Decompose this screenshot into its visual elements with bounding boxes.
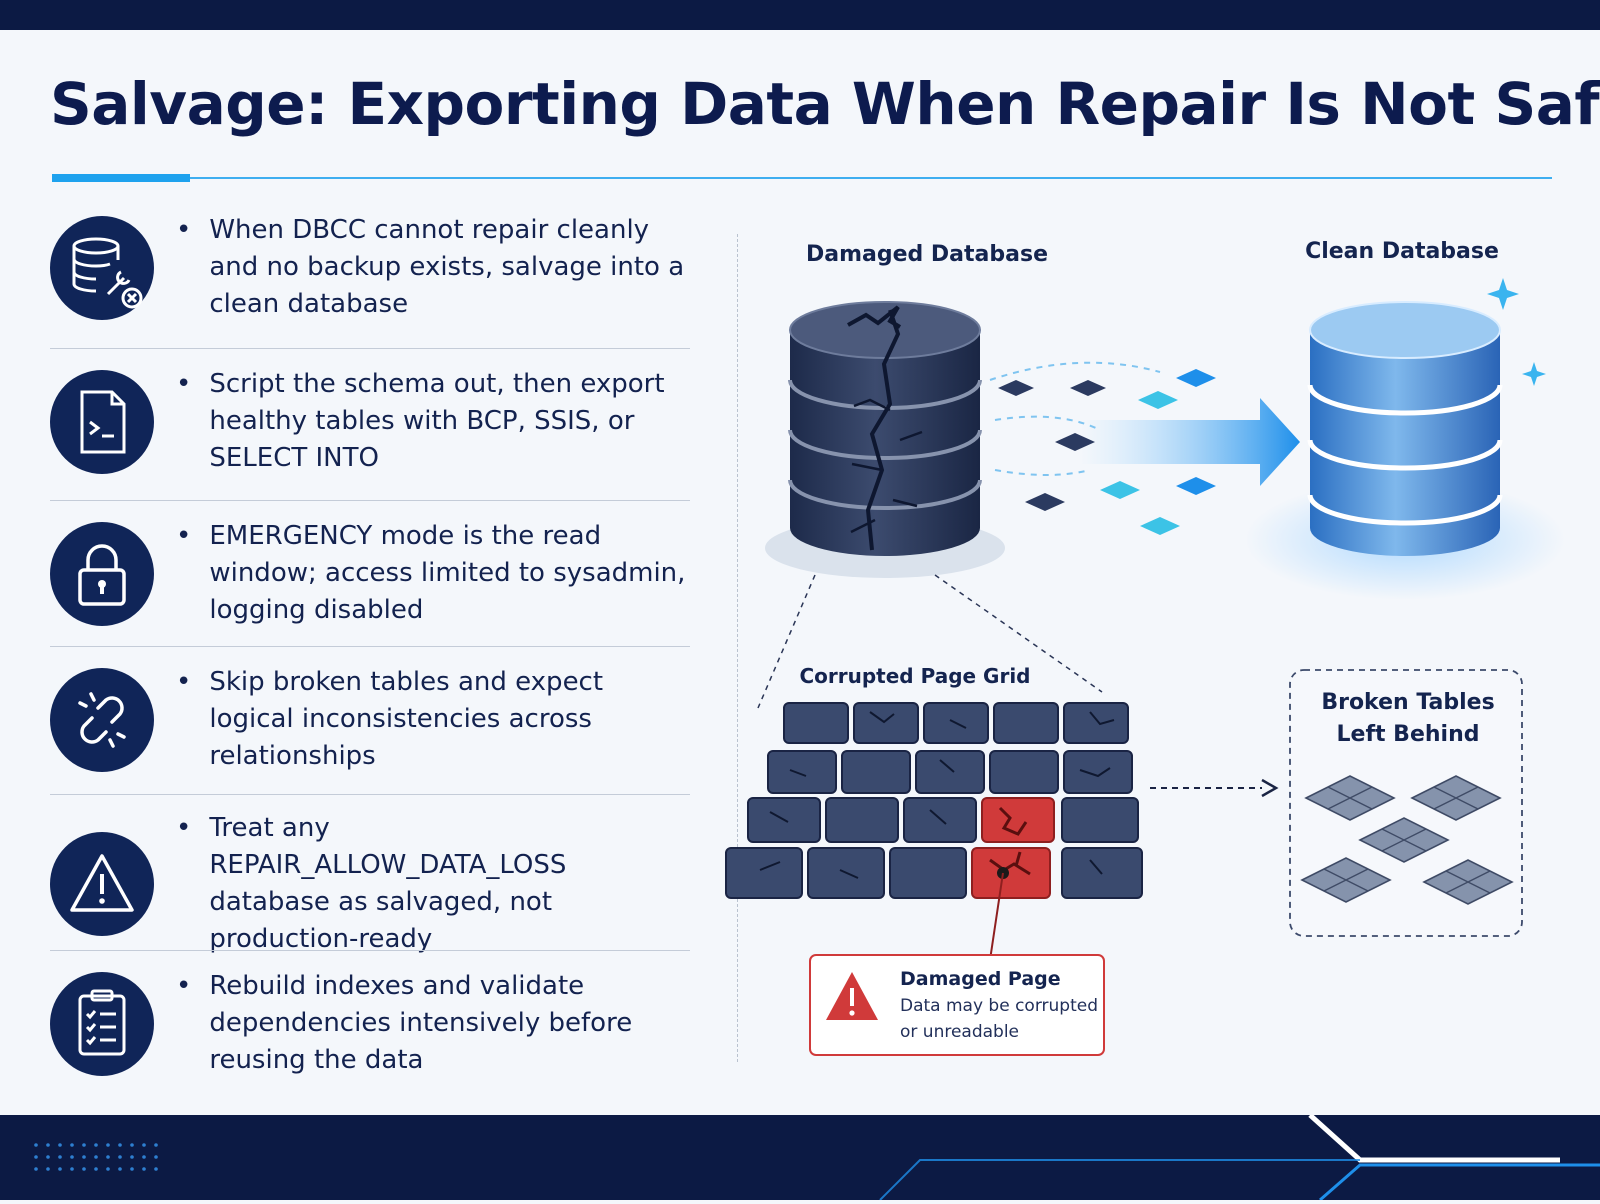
clean-database [1245, 278, 1565, 600]
bullet-text: EMERGENCY mode is the read window; acces… [209, 521, 686, 625]
lock-icon [50, 521, 154, 626]
broken-tables-box: Broken Tables Left Behind [1289, 669, 1523, 937]
corrupted-page-grid-label: Corrupted Page Grid [799, 664, 1030, 688]
bullet-separator [50, 500, 690, 501]
broken-tables-label-line2: Left Behind [1337, 722, 1480, 747]
bullet-item: •Script the schema out, then export heal… [50, 366, 690, 477]
bullet-text: When DBCC cannot repair cleanly and no b… [209, 215, 685, 319]
bullet-item: •Rebuild indexes and validate dependenci… [50, 968, 690, 1079]
title-accent-bar [52, 174, 190, 182]
checklist-icon [50, 971, 154, 1076]
damaged-database-label: Damaged Database [806, 242, 1048, 267]
damaged-page-callout: Damaged Page Data may be corrupted or un… [809, 954, 1105, 1056]
top-bar [0, 0, 1600, 30]
title-underline [190, 177, 1552, 179]
warning-icon [50, 832, 154, 936]
sparkle-icon [1522, 362, 1546, 386]
bullet-item: •Skip broken tables and expect logical i… [50, 664, 690, 775]
bullet-text: Script the schema out, then export healt… [209, 369, 665, 473]
damaged-database [765, 301, 1005, 578]
clean-database-label: Clean Database [1305, 239, 1499, 264]
bullet-separator [50, 794, 690, 795]
column-divider [737, 234, 738, 1062]
damaged-page-title: Damaged Page [900, 968, 1061, 990]
broken-link-icon [50, 667, 154, 772]
page-title: Salvage: Exporting Data When Repair Is N… [50, 70, 1600, 138]
transfer-arrow [1080, 398, 1300, 486]
broken-tables-label-line1: Broken Tables [1321, 690, 1494, 715]
salvage-flow [989, 361, 1300, 535]
bullet-text: Rebuild indexes and validate dependencie… [209, 971, 633, 1075]
sparkle-icon [1487, 278, 1519, 310]
bottom-bar [0, 1113, 1600, 1202]
database-repair-icon [50, 215, 154, 320]
bullet-text: Skip broken tables and expect logical in… [209, 667, 604, 771]
dot-pattern [34, 1143, 158, 1171]
bullet-separator [50, 646, 690, 647]
damaged-page-desc-line1: Data may be corrupted [900, 996, 1098, 1016]
data-packets [998, 369, 1216, 535]
bullet-separator [50, 348, 690, 349]
bullet-text: Treat any REPAIR_ALLOW_DATA_LOSS databas… [209, 813, 567, 954]
bullet-item: •Treat any REPAIR_ALLOW_DATA_LOSS databa… [50, 810, 690, 958]
script-file-icon [50, 369, 154, 474]
corrupted-page-grid [725, 702, 1143, 899]
bullet-item: •When DBCC cannot repair cleanly and no … [50, 212, 690, 323]
bullet-separator [50, 950, 690, 951]
damaged-page-desc-line2: or unreadable [900, 1022, 1019, 1042]
damaged-page-tile [971, 847, 1051, 899]
bullet-item: •EMERGENCY mode is the read window; acce… [50, 518, 690, 629]
